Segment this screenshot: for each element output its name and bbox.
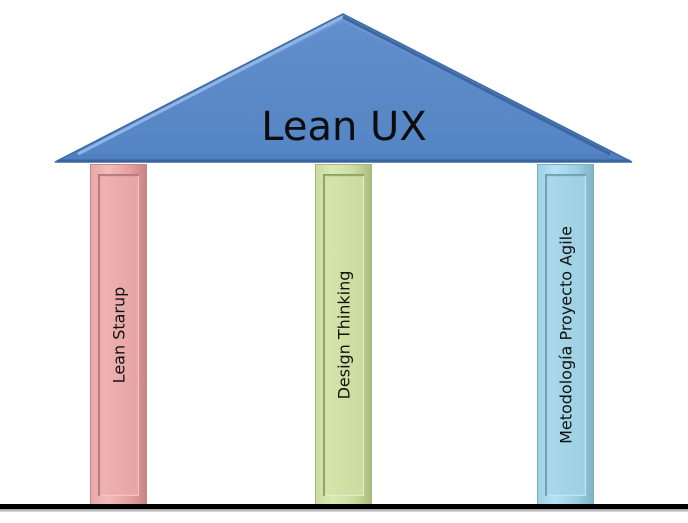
- pillar-bevel: [323, 174, 364, 496]
- ground-shadow: [0, 509, 688, 512]
- pillar-bevel: [98, 174, 139, 496]
- pillar-bevel: [545, 174, 586, 496]
- pillar-label: Design Thinking: [334, 270, 353, 400]
- ground-line: [0, 504, 688, 509]
- pillar-design-thinking: Design Thinking: [315, 164, 372, 506]
- roof-triangle: [54, 13, 633, 163]
- pillar-label: Lean Starup: [109, 286, 128, 384]
- pillar-agile: Metodología Proyecto Agile: [537, 164, 594, 506]
- pillar-lean-startup: Lean Starup: [90, 164, 147, 506]
- pillar-label: Metodología Proyecto Agile: [556, 226, 575, 444]
- roof-label: Lean UX: [261, 104, 427, 150]
